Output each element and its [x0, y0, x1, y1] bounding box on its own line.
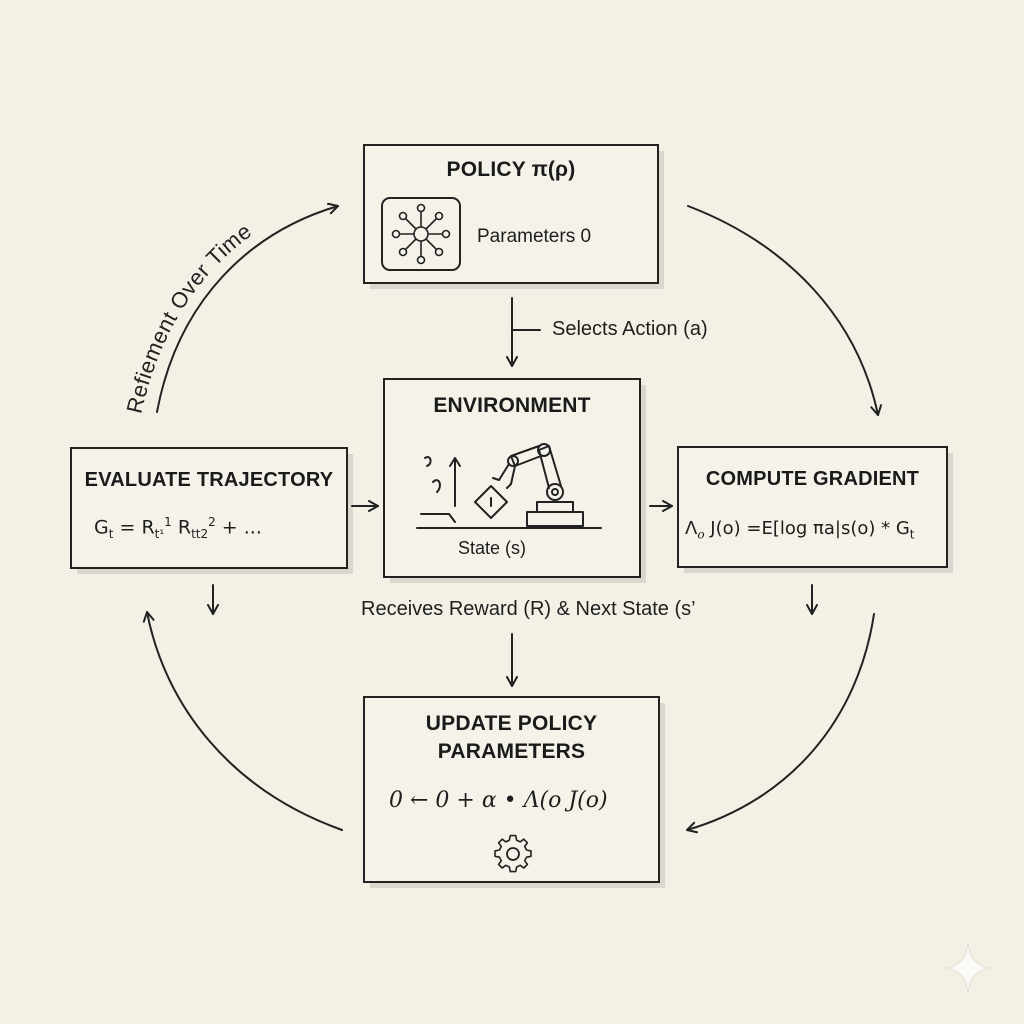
update-title-line2: PARAMETERS	[437, 740, 586, 763]
policy-box: POLICY π(ρ) Parameters 0	[363, 144, 659, 284]
receives-reward-label: Receives Reward (R) & Next State (s’	[361, 598, 696, 620]
policy-title: POLICY π(ρ)	[446, 158, 576, 181]
gradient-formula: Λo J(o) =E[log πa|s(o) * Gt	[685, 518, 915, 542]
curve-update-to-evaluate	[142, 611, 343, 831]
evaluate-title: EVALUATE TRAJECTORY	[84, 469, 334, 491]
gear-icon	[493, 834, 533, 874]
robot-arm-icon	[415, 436, 615, 532]
update-formula: 0 ← 0 + α • Λ(o J(o)	[389, 788, 608, 813]
refinement-label: Refiement Over Time	[122, 218, 256, 416]
update-title-line1: UPDATE POLICY	[425, 712, 598, 735]
policy-parameters-label: Parameters 0	[477, 226, 592, 247]
svg-text:Refiement Over Time: Refiement Over Time	[122, 218, 257, 416]
environment-title: ENVIRONMENT	[433, 394, 591, 417]
sparkle-icon	[945, 943, 991, 993]
selects-action-label: Selects Action (a)	[552, 318, 708, 340]
gradient-title: COMPUTE GRADIENT	[705, 468, 920, 490]
gradient-box: COMPUTE GRADIENT Λo J(o) =E[log πa|s(o) …	[677, 446, 948, 568]
environment-box: ENVIRONMENT	[383, 378, 641, 578]
environment-state-label: State (s)	[458, 538, 527, 558]
update-box: UPDATE POLICY PARAMETERS 0 ← 0 + α • Λ(o…	[363, 696, 660, 883]
evaluate-box: EVALUATE TRAJECTORY Gt = Rt¹1 Rtt22 + ..…	[70, 447, 348, 569]
evaluate-formula: Gt = Rt¹1 Rtt22 + ...	[94, 515, 262, 542]
curve-evaluate-to-policy	[156, 202, 339, 413]
curve-gradient-to-update	[686, 613, 875, 834]
curve-policy-to-gradient	[687, 205, 883, 416]
neural-network-icon	[380, 196, 462, 272]
